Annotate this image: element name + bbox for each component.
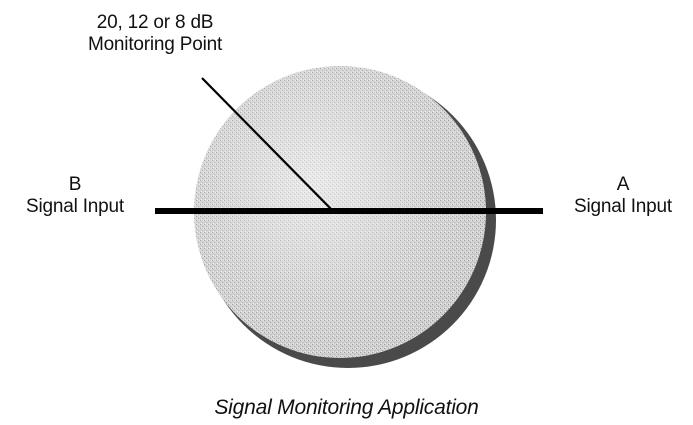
diagram-caption: Signal Monitoring Application xyxy=(214,396,479,419)
port-b-letter: B xyxy=(68,174,82,195)
monitoring-point-value: 20, 12 or 8 dB xyxy=(96,12,214,33)
monitoring-point-title: Monitoring Point xyxy=(87,34,223,55)
port-b-text: Signal Input xyxy=(26,196,124,217)
monitoring-line xyxy=(201,77,332,210)
port-a-label: A Signal Input xyxy=(548,174,693,218)
port-a-text: Signal Input xyxy=(574,196,672,217)
monitoring-point-label: 20, 12 or 8 dB Monitoring Point xyxy=(40,12,270,56)
port-a-letter: A xyxy=(616,174,630,195)
port-b-label: B Signal Input xyxy=(0,174,150,218)
